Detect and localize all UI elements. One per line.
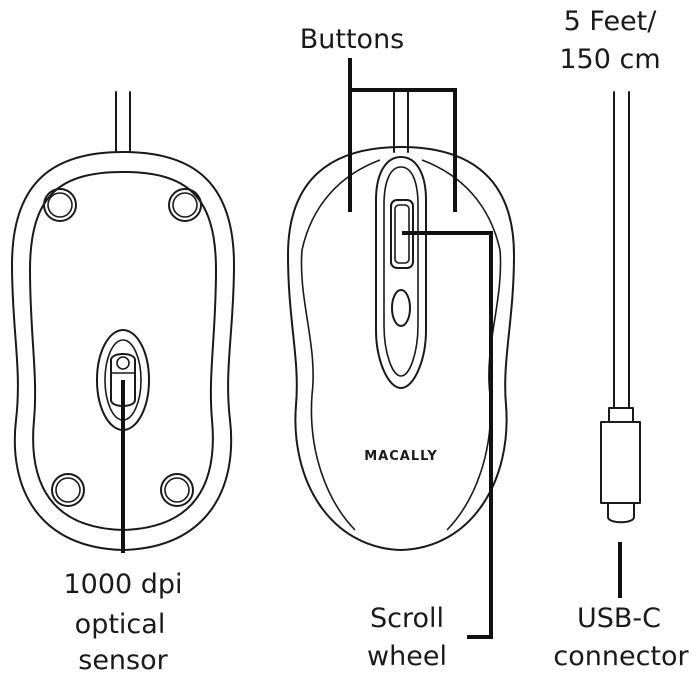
cable-length-label-line1: 5 Feet/ [563,6,657,37]
bottom-view-cable [115,91,131,153]
usb-c-plug [607,502,635,524]
usb-c-connector-body [600,421,641,504]
scroll-wheel-leader-line [402,231,493,639]
foot-top-right [168,188,202,222]
cable-strain-relief [608,407,634,423]
scroll-wheel-label-line1: Scroll [369,603,445,634]
cable-length-label-line2: 150 cm [559,44,661,75]
center-channel [375,156,427,389]
top-view-outer-shell [287,146,515,551]
sensor-label-line3: sensor [78,645,168,676]
foot-bottom-right [160,473,194,507]
mouse-bottom-view [11,91,235,553]
sensor-label-line2: optical [74,609,166,640]
brand-logo: MACALLY [364,449,438,464]
scroll-wheel-label-line2: wheel [367,641,447,672]
sensor-label-line1: 1000 dpi [63,569,183,600]
top-view-cable [393,91,409,153]
usb-label-line1: USB-C [576,603,662,634]
mouse-top-view: MACALLY [287,58,515,639]
foot-top-left [43,188,77,222]
dpi-button [391,289,411,327]
usb-c-cable [600,91,641,598]
buttons-bracket [348,58,457,212]
right-button-contour [421,159,502,531]
buttons-label: Buttons [299,24,405,55]
cable-wire [613,91,630,409]
foot-bottom-left [51,473,85,507]
left-button-contour [300,159,381,531]
center-channel-inner [383,166,419,377]
usb-label-line2: connector [553,641,689,672]
